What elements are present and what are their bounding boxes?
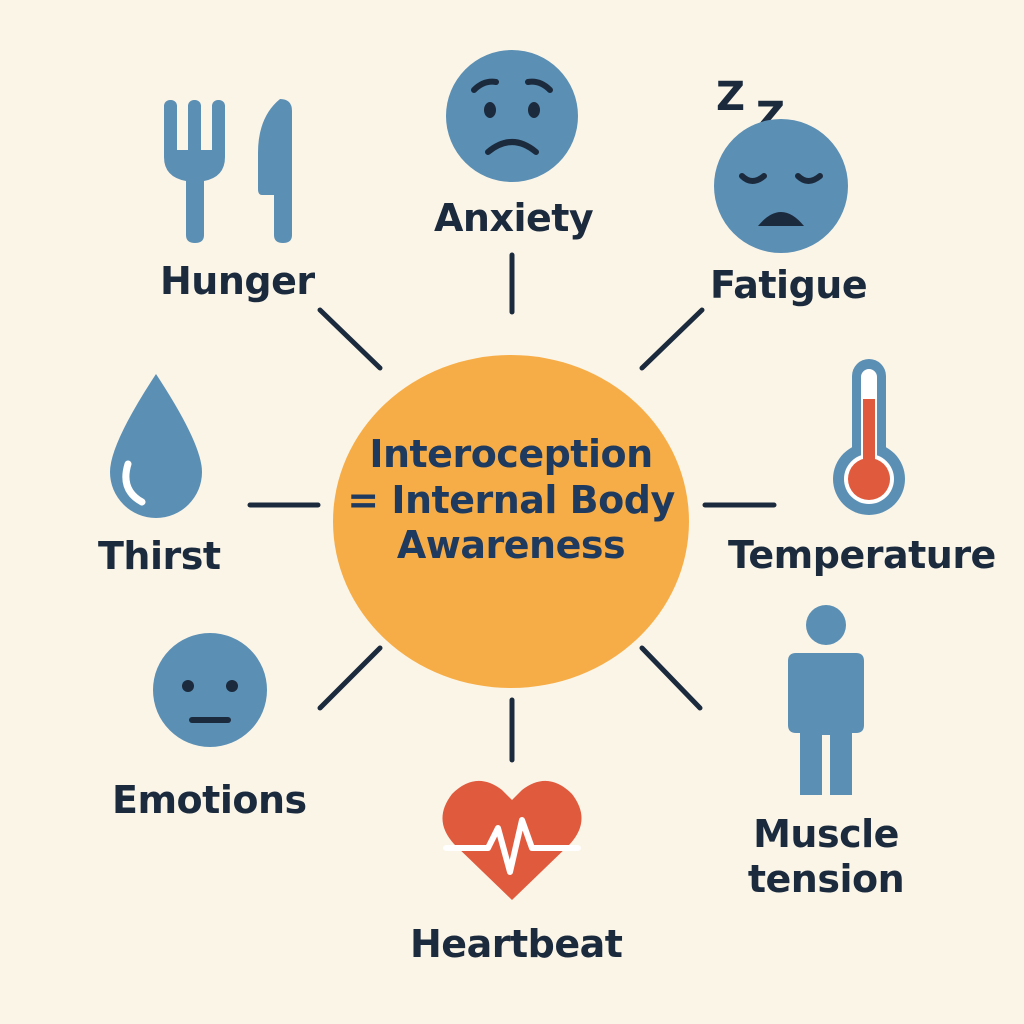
label-heartbeat: Heartbeat bbox=[410, 922, 623, 966]
label-emotions: Emotions bbox=[112, 778, 307, 822]
svg-text:Z: Z bbox=[716, 78, 745, 120]
label-hunger: Hunger bbox=[160, 259, 315, 303]
center-title-line2: = Internal Body bbox=[347, 477, 675, 522]
label-muscle-line2: tension bbox=[747, 856, 905, 901]
connector-emotions bbox=[317, 645, 383, 711]
person-icon bbox=[788, 605, 864, 795]
label-muscle-line1: Muscle bbox=[753, 812, 899, 856]
worried-face-icon bbox=[446, 50, 578, 182]
fork-knife-icon bbox=[164, 99, 292, 243]
connector-fatigue bbox=[639, 307, 705, 371]
label-anxiety: Anxiety bbox=[434, 196, 594, 240]
center-title-line1: Interoception bbox=[369, 432, 653, 476]
center-circle bbox=[333, 355, 689, 688]
water-drop-icon bbox=[110, 374, 202, 518]
center-title-line3: Awareness bbox=[396, 523, 626, 568]
label-temperature: Temperature bbox=[728, 533, 996, 577]
label-muscle-tension: Muscle tension bbox=[738, 812, 914, 902]
neutral-face-icon bbox=[153, 633, 267, 747]
center-title: Interoception = Internal Body Awareness bbox=[333, 432, 689, 569]
heart-pulse-icon bbox=[442, 780, 582, 900]
thermometer-icon bbox=[833, 359, 905, 515]
label-fatigue: Fatigue bbox=[710, 263, 868, 307]
label-thirst: Thirst bbox=[98, 534, 221, 578]
connector-muscle bbox=[639, 645, 703, 711]
connector-hunger bbox=[317, 307, 383, 371]
sleepy-face-icon: Z Z bbox=[714, 78, 848, 253]
